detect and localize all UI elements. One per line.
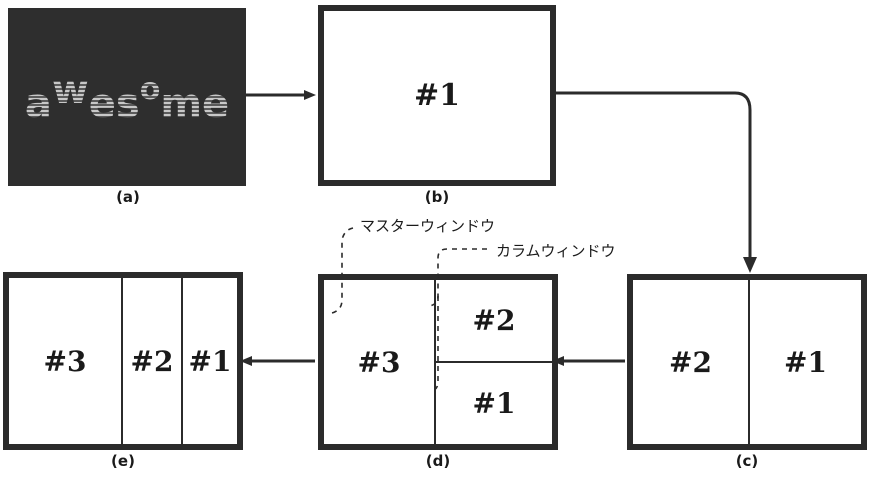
awesome-logo-text: awesome — [25, 70, 229, 124]
logo-part-a: a — [24, 81, 52, 127]
panel-d-window: #3 #2 #1 — [318, 274, 558, 450]
caption-c: (c) — [735, 452, 759, 470]
panel-c-divider-vertical — [748, 280, 750, 444]
panel-e-pane-1: #1 — [188, 344, 232, 378]
caption-b: (b) — [424, 188, 450, 206]
panel-e-pane-2: #2 — [130, 344, 174, 378]
logo-wrapper: awesome — [8, 8, 246, 186]
master-window-label: マスターウィンドウ — [360, 217, 496, 235]
panel-e-window: #3 #2 #1 — [3, 272, 243, 450]
panel-e-divider-vertical-2 — [181, 278, 183, 444]
column-window-label: カラムウィンドウ — [496, 242, 616, 260]
panel-e-pane-3: #3 — [43, 344, 87, 378]
caption-a: (a) — [116, 188, 140, 206]
panel-c-pane-2: #2 — [669, 345, 712, 379]
logo-part-es: es — [88, 81, 140, 127]
panel-c-window: #2 #1 — [627, 274, 867, 450]
panel-d-pane-2: #2 — [472, 304, 516, 337]
logo-part-me: me — [160, 81, 230, 127]
logo-part-o: o — [139, 72, 161, 107]
panel-a-logo-tile: awesome — [8, 8, 246, 186]
panel-d-pane-3: #3 — [357, 345, 401, 379]
arrow-b-to-c — [556, 91, 757, 273]
panel-d-pane-1: #1 — [472, 387, 516, 420]
caption-d: (d) — [425, 452, 451, 470]
panel-c-pane-1: #1 — [784, 345, 827, 379]
logo-part-w: w — [51, 67, 89, 113]
panel-b-pane-1: #1 — [413, 78, 460, 113]
panel-b-window: #1 — [318, 5, 556, 186]
caption-e: (e) — [111, 452, 135, 470]
panel-d-divider-horizontal — [434, 361, 552, 363]
panel-e-divider-vertical-1 — [121, 278, 123, 444]
